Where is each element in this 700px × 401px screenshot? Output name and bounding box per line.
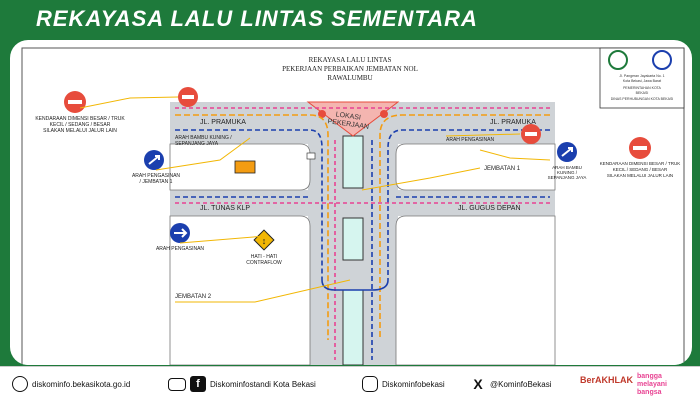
note-hati-1: HATI - HATI: [251, 254, 277, 260]
map-title-3: RAWALUMBU: [327, 74, 372, 82]
street-tunas: JL. TUNAS KLP: [200, 205, 250, 212]
note-kendaraan-right-3: SILAKAN MELALUI JALUR LAIN: [607, 173, 673, 178]
flow-orange-right: [379, 114, 550, 340]
block-right-lower: [395, 215, 556, 365]
barrier-icon: [234, 160, 256, 174]
work-marker-icon: [318, 110, 326, 118]
note-arah-pengasinan-left-1: ARAH PENGASINAN: [132, 173, 180, 179]
work-zone-label-1: LOKASI: [335, 111, 361, 121]
map-title-1: REKAYASA LALU LINTAS: [309, 56, 392, 64]
no-entry-icon: [178, 87, 198, 107]
note-arah-bambu-left-2: SEPANJANG JAYA: [175, 141, 219, 147]
facebook-icon: f: [190, 376, 206, 392]
block-left-lower: [169, 215, 311, 365]
barrier-icon: [306, 152, 316, 160]
note-kendaraan-left-1: KENDARAAN DIMENSI BESAR / TRUK: [35, 116, 125, 122]
no-entry-icon: [64, 91, 86, 113]
note-arah-pengasinan-left-2: / JEMBATAN 1: [140, 179, 173, 185]
direction-sign-icon: [557, 142, 577, 162]
no-entry-icon: [629, 137, 651, 159]
median-2: [342, 217, 364, 261]
footer-website[interactable]: diskominfo.bekasikota.go.id: [12, 375, 130, 393]
flow-blue-right: [387, 129, 550, 280]
x-icon: X: [473, 376, 483, 392]
direction-sign-icon: [170, 223, 190, 243]
map-card: LOKASI PEKERJAAN REKAYASA LALU LINTAS PE…: [10, 40, 692, 365]
note-arah-pengasinan-top: ARAH PENGASINAN: [446, 137, 494, 143]
footer-instagram[interactable]: Diskominfobekasi: [362, 375, 445, 393]
traffic-flow-lines: [175, 107, 550, 360]
agency-line4: BEKASI: [636, 91, 649, 95]
note-kendaraan-left-2: KECIL / SEDANG / BESAR: [50, 122, 111, 128]
street-gugus: JL. GUGUS DEPAN: [458, 205, 521, 212]
instagram-icon: [362, 376, 378, 392]
median-3: [342, 289, 364, 365]
work-zone: [306, 101, 400, 137]
flow-orange-left: [175, 114, 329, 340]
note-arah-pengasinan-mid: ARAH PENGASINAN: [156, 246, 204, 252]
bangga-line1: bangga: [637, 373, 662, 380]
note-kendaraan-right-1: KENDARAAN DIMENSI BESAR / TRUK: [600, 161, 680, 166]
agency-line1: Jl. Pangeran Jayakarta No. 1: [619, 74, 664, 78]
leader-lines: [79, 96, 551, 303]
youtube-icon: [168, 377, 186, 391]
footer-facebook[interactable]: f Diskominfostandi Kota Bekasi: [168, 375, 316, 393]
website-text: diskominfo.bekasikota.go.id: [32, 379, 131, 389]
no-entry-icon: [521, 124, 541, 144]
footer-bar: diskominfo.bekasikota.go.id f Diskominfo…: [0, 366, 700, 401]
note-jembatan2: JEMBATAN 2: [175, 294, 212, 300]
warning-sign-icon: ↕: [253, 229, 275, 251]
bangga-line3: bangsa: [637, 389, 662, 396]
twitter-text: @KominfoBekasi: [490, 379, 552, 389]
street-pramuka-left: JL. PRAMUKA: [200, 119, 246, 126]
bangga-line2: melayani: [637, 381, 667, 388]
map-title-2: PEKERJAAN PERBAIKAN JEMBATAN NOL: [282, 65, 418, 73]
note-arah-bambu-right-2: KUNING /: [557, 170, 578, 175]
header-banner: REKAYASA LALU LINTAS SEMENTARA: [0, 0, 700, 40]
block-right-upper: [395, 143, 556, 191]
svg-text:↕: ↕: [262, 236, 267, 246]
direction-sign-icon: [144, 150, 164, 170]
banner-title: REKAYASA LALU LINTAS SEMENTARA: [36, 6, 478, 31]
note-hati-2: CONTRAFLOW: [246, 260, 282, 266]
agency-line5: DINAS PERHUBUNGAN KOTA BEKASI: [611, 97, 674, 101]
flow-blue-left: [175, 129, 323, 280]
note-arah-bambu-left-1: ARAH BAMBU KUNING /: [175, 135, 232, 141]
instagram-text: Diskominfobekasi: [382, 379, 445, 389]
bangga-melayani-logo: bangga melayani bangsa: [637, 373, 667, 397]
note-arah-bambu-right-3: SEPANJANG JAYA: [548, 175, 587, 180]
agency-line3: PEMERINTAHAN KOTA: [623, 86, 661, 90]
median-1: [342, 135, 364, 189]
note-kendaraan-left-3: SILAKAN MELALUI JALUR LAIN: [43, 128, 117, 134]
dishub-logo-icon: [652, 50, 672, 70]
bekasi-logo-icon: [608, 50, 628, 70]
note-arah-bambu-right-1: ARAH BAMBU: [552, 165, 582, 170]
street-pramuka-right: JL. PRAMUKA: [490, 119, 536, 126]
work-marker-icon: [380, 110, 388, 118]
berakhlak-logo: BerAKHLAK: [580, 375, 634, 385]
note-jembatan1: JEMBATAN 1: [484, 166, 521, 172]
traffic-map: LOKASI PEKERJAAN REKAYASA LALU LINTAS PE…: [21, 47, 685, 365]
facebook-text: Diskominfostandi Kota Bekasi: [210, 379, 316, 389]
note-kendaraan-right-2: KECIL / SEDANG / BESAR: [613, 167, 668, 172]
footer-twitter[interactable]: X @KominfoBekasi: [470, 375, 551, 393]
flow-blue-u-turn: [321, 279, 389, 291]
agency-line2: Kota Bekasi, Jawa Barat: [623, 79, 661, 83]
globe-icon: [12, 376, 28, 392]
